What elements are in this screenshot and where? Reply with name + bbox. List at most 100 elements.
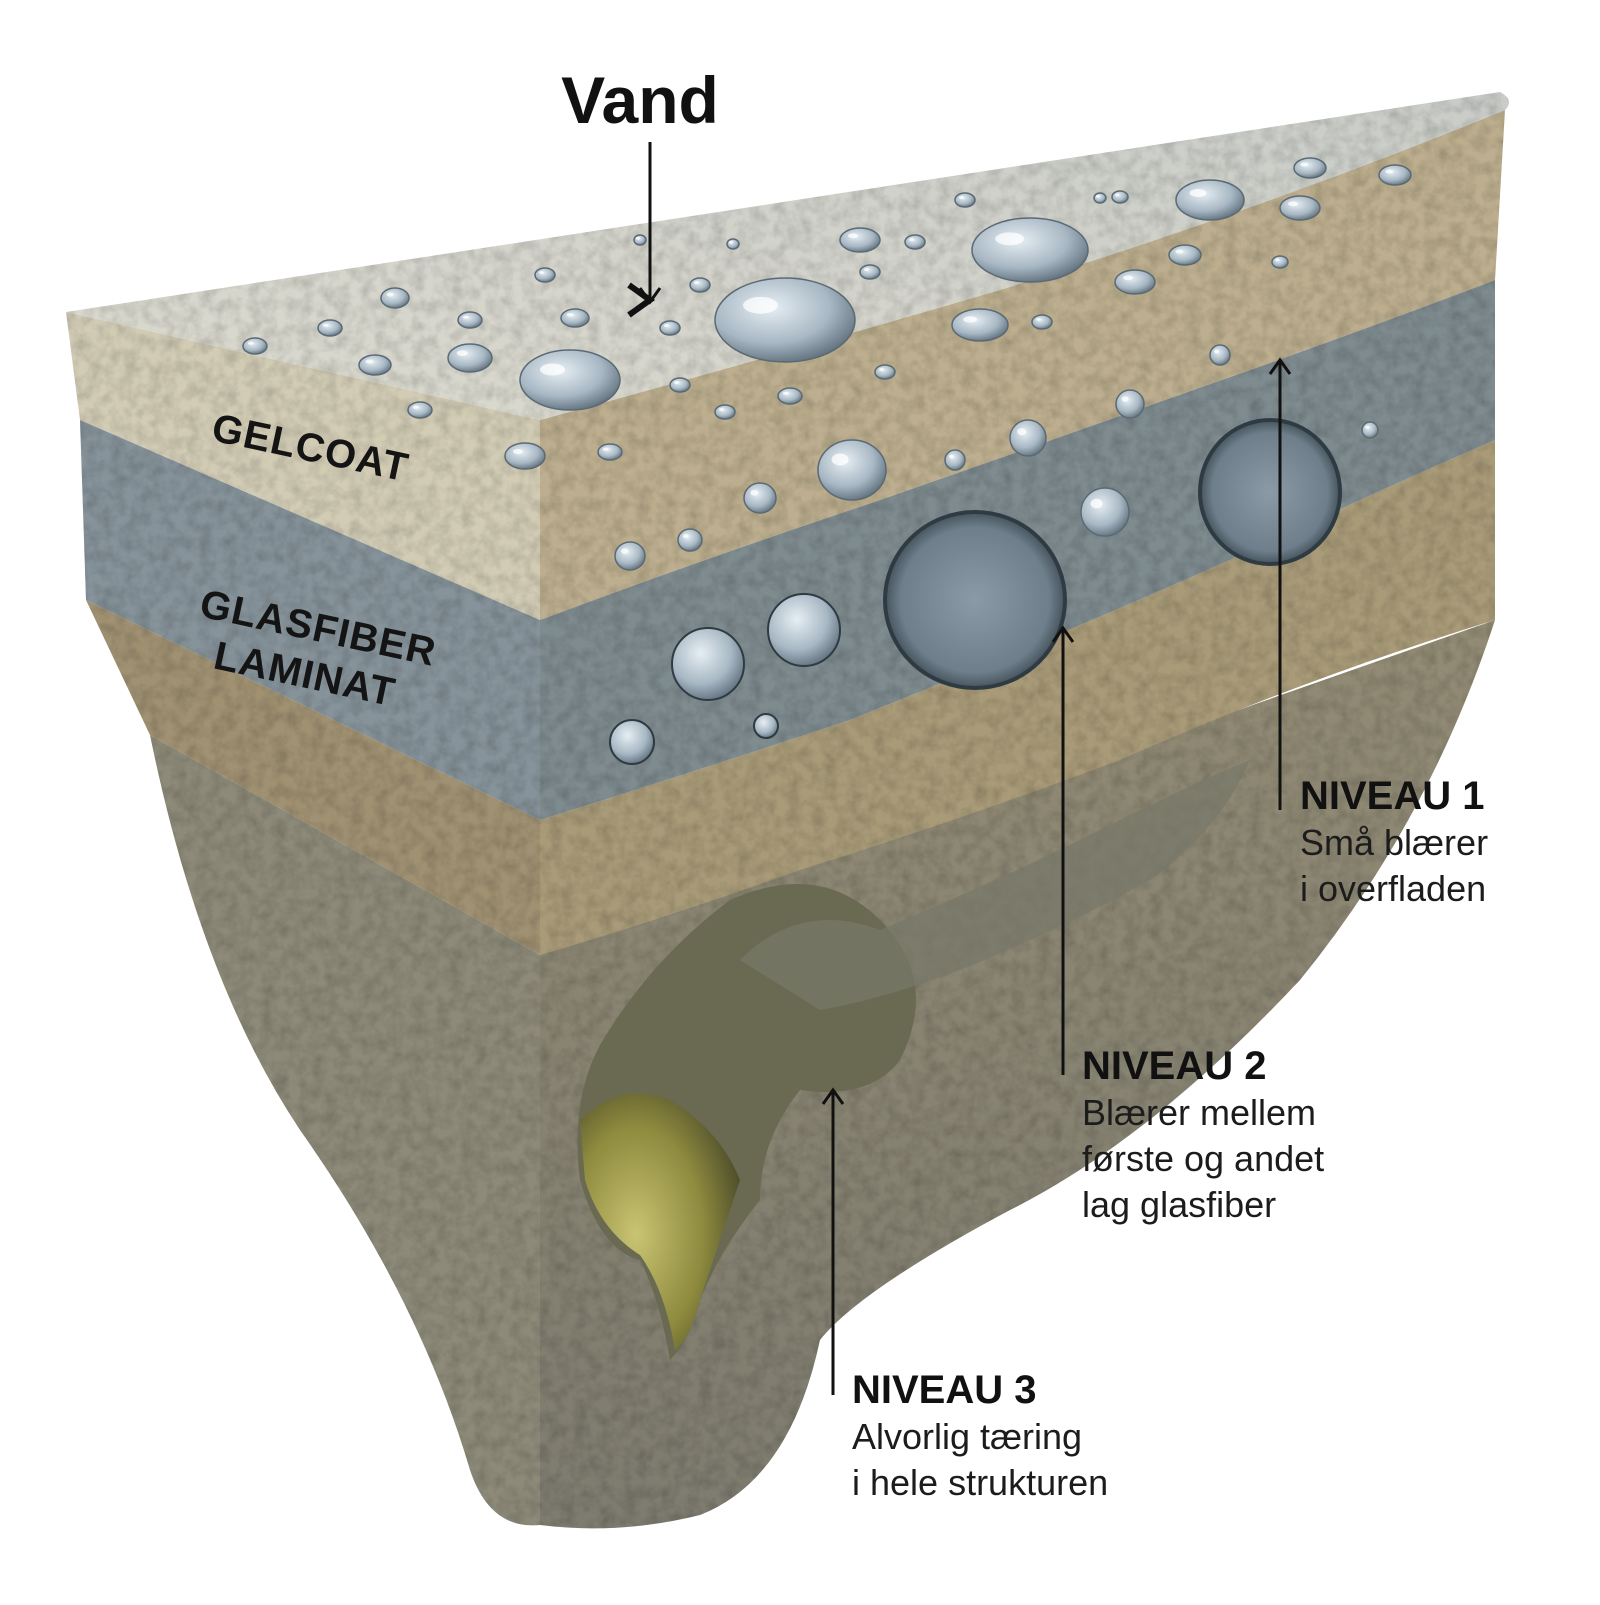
water-drop	[1293, 157, 1327, 179]
water-drop	[726, 238, 740, 250]
niveau-2-callout: NIVEAU 2 Blærer mellem første og andet l…	[1082, 1042, 1324, 1228]
water-drop-highlight	[694, 281, 699, 285]
water-drop-highlight	[566, 313, 574, 317]
water-drop-highlight	[909, 238, 914, 242]
water-drop	[1111, 190, 1129, 204]
water-drop	[358, 354, 392, 376]
water-drop	[1361, 421, 1379, 439]
water-drop	[859, 264, 881, 280]
water-drop-highlight	[1288, 201, 1298, 207]
niveau-3-callout: NIVEAU 3 Alvorlig tæring i hele struktur…	[852, 1366, 1108, 1506]
water-drop	[1209, 344, 1231, 366]
water-drop	[504, 442, 546, 470]
water-drop-highlight	[1275, 258, 1280, 262]
water-drop-highlight	[750, 489, 759, 496]
water-drop	[1378, 164, 1412, 186]
water-drop	[1080, 487, 1130, 537]
top-surface	[66, 92, 1509, 420]
water-drop	[904, 234, 926, 250]
water-drop	[777, 387, 803, 405]
water-drop-highlight	[1214, 349, 1219, 354]
water-drop-highlight	[1300, 162, 1309, 167]
water-drop	[1279, 195, 1321, 221]
niveau-3-desc-line2: i hele strukturen	[852, 1462, 1109, 1503]
water-drop	[614, 541, 646, 571]
water-drop-highlight	[635, 236, 640, 240]
water-drop	[1093, 192, 1107, 204]
rot-cavity	[577, 760, 1250, 1360]
water-drop-highlight	[963, 316, 978, 323]
niveau-2-desc-line2: første og andet	[1082, 1138, 1325, 1179]
laminate-tan-band	[540, 440, 1495, 955]
water-drop	[519, 349, 621, 411]
water-drop-highlight	[1115, 193, 1120, 197]
water-drop-highlight	[949, 454, 954, 459]
water-drop	[1168, 244, 1202, 266]
water-drop-highlight	[1090, 498, 1103, 509]
water-drop-highlight	[539, 271, 544, 275]
water-drop-highlight	[848, 233, 858, 239]
water-drop	[659, 320, 681, 336]
water-drop-highlight	[1365, 425, 1370, 429]
water-drop-highlight	[1123, 275, 1133, 281]
water-drop-highlight	[959, 196, 964, 200]
niveau-1-callout: NIVEAU 1 Små blærer i overfladen	[1300, 772, 1488, 912]
water-drop	[1114, 269, 1156, 295]
water-drop	[669, 377, 691, 393]
niveau-2-desc-line1: Blærer mellem	[1082, 1092, 1317, 1133]
blister	[767, 593, 841, 667]
water-drop-highlight	[247, 341, 254, 345]
water-drop	[817, 439, 887, 501]
water-droplets	[242, 157, 1412, 571]
water-drop	[534, 267, 556, 283]
water-drop-highlight	[995, 232, 1025, 246]
niveau-1-desc-line2: i overfladen	[1300, 868, 1487, 909]
water-drop	[677, 528, 703, 552]
water-drop-highlight	[782, 391, 789, 395]
water-drop	[839, 227, 881, 253]
water-drop	[1175, 179, 1245, 221]
blister	[753, 713, 779, 739]
blister	[609, 719, 655, 765]
title-vand: Vand	[561, 63, 719, 137]
water-drop	[689, 277, 711, 293]
water-drop	[1009, 419, 1047, 457]
water-drop	[407, 401, 433, 419]
water-drop	[1271, 255, 1289, 269]
water-drop-highlight	[462, 315, 469, 319]
water-drop	[633, 234, 647, 246]
arrow-vand-head	[638, 287, 662, 305]
water-drop-highlight	[864, 268, 869, 272]
right-face	[540, 620, 1495, 1529]
water-drop-highlight	[1036, 318, 1041, 322]
water-drop	[447, 343, 493, 373]
water-drop	[714, 404, 736, 420]
water-drop	[951, 308, 1009, 342]
arrow-niveau-3-head	[821, 1087, 845, 1105]
water-drop-highlight	[540, 363, 565, 376]
niveau-2-title: NIVEAU 2	[1082, 1044, 1267, 1088]
gelcoat-band	[540, 110, 1505, 620]
niveau-1-desc-line1: Små blærer	[1300, 822, 1489, 863]
niveau-2-desc-line3: lag glasfiber	[1082, 1184, 1277, 1225]
water-drop-highlight	[719, 408, 724, 412]
blister	[883, 510, 1067, 690]
water-drop	[971, 217, 1089, 283]
water-drop	[597, 443, 623, 461]
water-drop-highlight	[682, 533, 689, 539]
water-drop	[743, 482, 777, 514]
water-drop-highlight	[386, 292, 394, 297]
water-drop-highlight	[1095, 194, 1100, 198]
water-drop-highlight	[743, 296, 778, 314]
water-drop-highlight	[513, 448, 523, 455]
water-drop	[1031, 314, 1053, 330]
niveau-3-title: NIVEAU 3	[852, 1368, 1037, 1412]
water-drop	[317, 319, 343, 337]
water-drop-highlight	[1017, 428, 1027, 436]
water-drop	[954, 192, 976, 208]
water-drop-highlight	[879, 368, 884, 372]
niveau-1-title: NIVEAU 1	[1300, 774, 1485, 818]
water-drop	[457, 311, 483, 329]
water-drop-highlight	[602, 447, 609, 451]
